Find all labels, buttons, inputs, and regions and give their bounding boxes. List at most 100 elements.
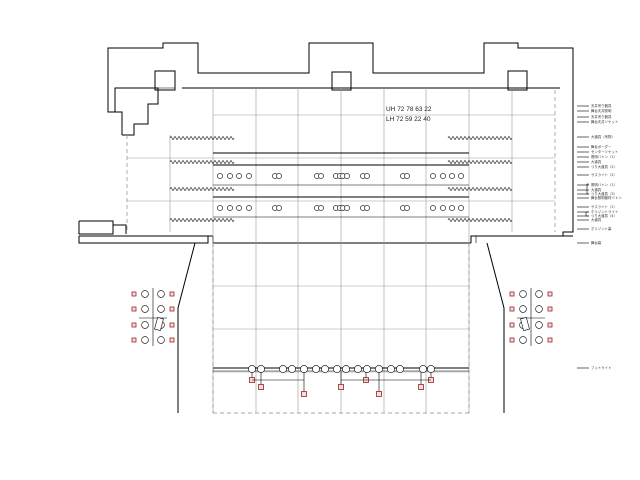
legend-label: サスライト（1） (591, 204, 617, 209)
stand-base-marker (338, 384, 344, 390)
lower-walls (177, 242, 505, 413)
stand-base-marker (376, 391, 382, 397)
legend-label: 舞台ボーダー (591, 144, 612, 149)
legend-leaders (577, 105, 589, 369)
spotlight-circle-icon (227, 173, 233, 179)
curtain-wave (447, 187, 513, 191)
curtain-wave (447, 160, 513, 164)
floor-stand-icon (157, 336, 165, 344)
lamp-rows (217, 173, 464, 211)
floor-stand-icon (535, 290, 543, 298)
floor-stand-icon (519, 336, 527, 344)
spotlight-circle-icon (318, 173, 324, 179)
stand-base-marker (418, 384, 424, 390)
stand-base-marker (547, 337, 553, 343)
spotlight-circle-icon (364, 173, 370, 179)
spotlight-circle-icon (344, 205, 350, 211)
legend-label: 大道具（吊物） (591, 134, 615, 139)
spotlight-circle-icon (321, 365, 329, 373)
spotlight-circle-icon (257, 365, 265, 373)
spotlight-circle-icon (427, 365, 435, 373)
curtain-wave (169, 187, 235, 191)
legend-label: 舞台幕 (591, 240, 602, 245)
spotlight-circle-icon (246, 205, 252, 211)
floor-stand-icon (519, 290, 527, 298)
curtains (169, 136, 513, 222)
spotlight-circle-icon (344, 173, 350, 179)
floor-stand-icon (535, 305, 543, 313)
curtain-wave (169, 218, 235, 222)
spotlight-circle-icon (288, 365, 296, 373)
legend-label: つり大道具（4） (591, 213, 617, 218)
stand-base-marker (131, 337, 137, 343)
legend-label: 大道具 (591, 159, 602, 164)
spotlight-circle-icon (430, 173, 436, 179)
spotlight-circle-icon (440, 173, 446, 179)
legend-label: つり大道具（3） (591, 191, 617, 196)
spotlight-circle-icon (276, 173, 282, 179)
legend-label: 照明バトン（1） (591, 154, 617, 159)
stand-base-marker (509, 337, 515, 343)
code-upper: UH 72 78 63 22 (386, 106, 432, 113)
legend: 天井吊り器具舞台天井照明天井吊り器具舞台天井ソケット大道具（吊物）舞台ボーダーセ… (591, 103, 622, 370)
stand-base-marker (131, 291, 137, 297)
spotlight-circle-icon (248, 365, 256, 373)
stand-base-marker (169, 306, 175, 312)
spotlight-circle-icon (404, 173, 410, 179)
curtain-wave (447, 218, 513, 222)
floor-stand-icon (157, 305, 165, 313)
spotlight-circle-icon (363, 365, 371, 373)
floor-stand-icon (535, 321, 543, 329)
curtain-wave (169, 160, 235, 164)
spotlight-circle-icon (312, 365, 320, 373)
stand-unit (154, 317, 164, 331)
floor-stand-icon (141, 305, 149, 313)
spotlight-circle-icon (458, 205, 464, 211)
stand-base-marker (169, 337, 175, 343)
spotlight-circle-icon (440, 205, 446, 211)
legend-label: サスライト（2） (591, 172, 617, 177)
spotlight-circle-icon (246, 173, 252, 179)
legend-label: ホリゾントライト (591, 209, 618, 214)
stand-base-marker (509, 322, 515, 328)
floor-stand-icon (141, 321, 149, 329)
spotlight-circle-icon (430, 205, 436, 211)
spotlight-circle-icon (396, 365, 404, 373)
battens (213, 152, 469, 218)
stand-base-marker (301, 391, 307, 397)
floor-stand-icon (141, 290, 149, 298)
spotlight-circle-icon (449, 173, 455, 179)
stand-base-marker (509, 291, 515, 297)
footlight-row (213, 365, 469, 397)
legend-label: 舞台照明機材バトン (591, 195, 622, 200)
curtain-wave (447, 136, 513, 140)
spotlight-circle-icon (387, 365, 395, 373)
spotlight-circle-icon (449, 205, 455, 211)
stand-base-marker (131, 306, 137, 312)
stand-base-marker (509, 306, 515, 312)
legend-bracket (586, 183, 589, 195)
stand-unit (520, 317, 530, 331)
legend-label: 大道具 (591, 187, 602, 192)
spotlight-circle-icon (354, 365, 362, 373)
spotlight-circle-icon (364, 205, 370, 211)
stand-base-marker (547, 291, 553, 297)
spotlight-circle-icon (227, 205, 233, 211)
spotlight-circle-icon (458, 173, 464, 179)
spotlight-circle-icon (276, 205, 282, 211)
stand-base-marker (258, 384, 264, 390)
legend-bracket (585, 211, 589, 217)
stand-base-marker (131, 322, 137, 328)
ceiling-boxes (154, 70, 528, 91)
legend-label: 照明バトン（1） (591, 182, 617, 187)
spotlight-circle-icon (333, 365, 341, 373)
stage-grid (127, 88, 555, 413)
legend-label: つり大道具（2） (591, 164, 617, 169)
spotlight-circle-icon (375, 365, 383, 373)
floor-stand-icon (535, 336, 543, 344)
side-stands (131, 288, 553, 346)
curtain-wave (169, 136, 235, 140)
legend-label: 舞台天井照明 (591, 108, 612, 113)
